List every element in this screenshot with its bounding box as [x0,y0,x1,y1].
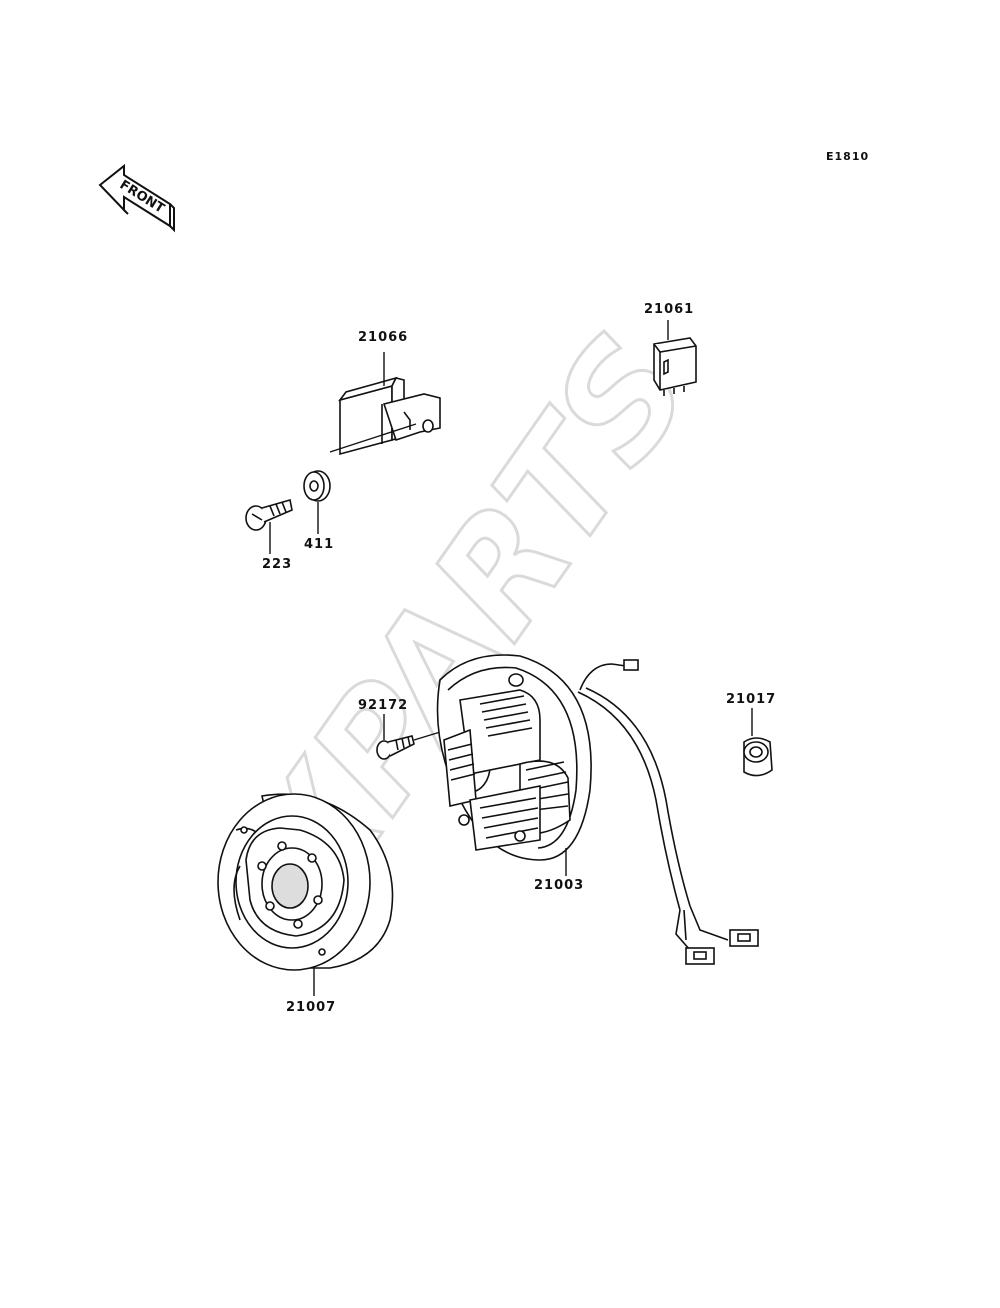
part-number-21017[interactable]: 21017 [726,692,777,707]
part-number-411[interactable]: 411 [304,537,335,552]
screw-part [376,735,415,760]
stator-part [436,654,592,861]
part-number-223[interactable]: 223 [262,557,293,572]
part-number-92172[interactable]: 92172 [358,698,409,713]
diagram-code: E1810 [826,150,870,163]
part-number-21066[interactable]: 21066 [358,330,409,345]
front-arrow-icon: FRONT [98,163,175,233]
part-number-21003[interactable]: 21003 [534,878,585,893]
part-number-21061[interactable]: 21061 [644,302,695,317]
grommet-part [743,737,773,777]
washer-part [303,470,331,502]
relay-part [653,337,697,396]
part-number-21007[interactable]: 21007 [286,1000,337,1015]
stator-wire-harness [577,659,759,965]
flywheel-part [217,793,394,971]
relay-bracket-part [337,376,441,456]
bolt-part [245,498,293,531]
